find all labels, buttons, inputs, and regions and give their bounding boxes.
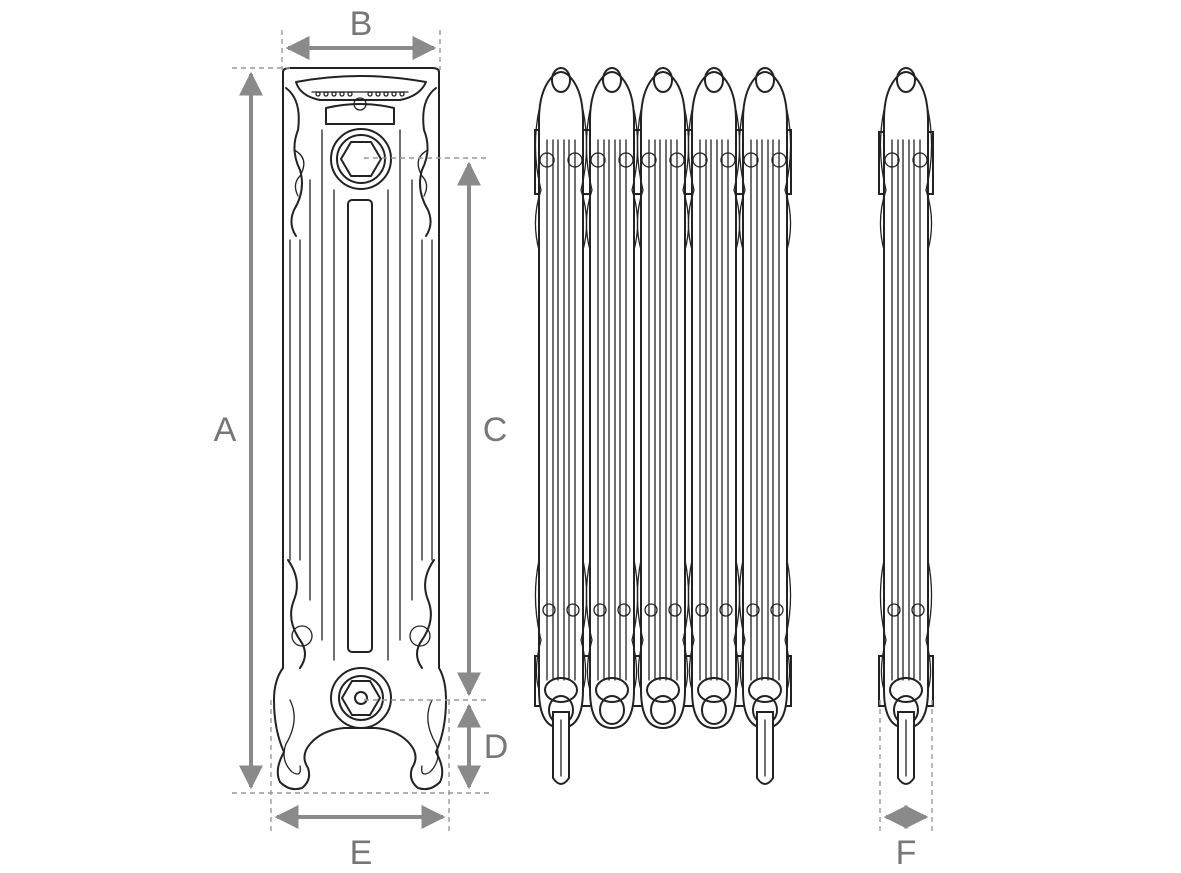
dimension-a: A xyxy=(214,71,263,790)
dimension-c-label: C xyxy=(483,411,508,449)
dimension-c: C xyxy=(457,161,508,697)
dimension-d-label: D xyxy=(484,728,509,766)
dimension-b-label: B xyxy=(350,5,373,43)
dimension-f: F xyxy=(883,805,929,872)
side-section-1 xyxy=(534,67,588,785)
side-section-2 xyxy=(585,67,639,730)
end-view-section xyxy=(878,67,934,785)
dimension-e-label: E xyxy=(350,834,373,872)
dimension-e: E xyxy=(274,805,446,872)
side-view-sections xyxy=(534,67,792,785)
side-section-5 xyxy=(738,67,792,785)
dimension-guides xyxy=(232,30,933,835)
dimension-f-label: F xyxy=(896,834,917,872)
dimension-b: B xyxy=(285,5,437,60)
dimension-a-label: A xyxy=(214,411,237,449)
dimension-d: D xyxy=(457,703,509,790)
end-section-1 xyxy=(879,67,933,785)
side-section-4 xyxy=(687,67,741,730)
front-flutes xyxy=(289,129,433,661)
front-view-section xyxy=(273,67,447,791)
side-section-3 xyxy=(636,67,690,730)
